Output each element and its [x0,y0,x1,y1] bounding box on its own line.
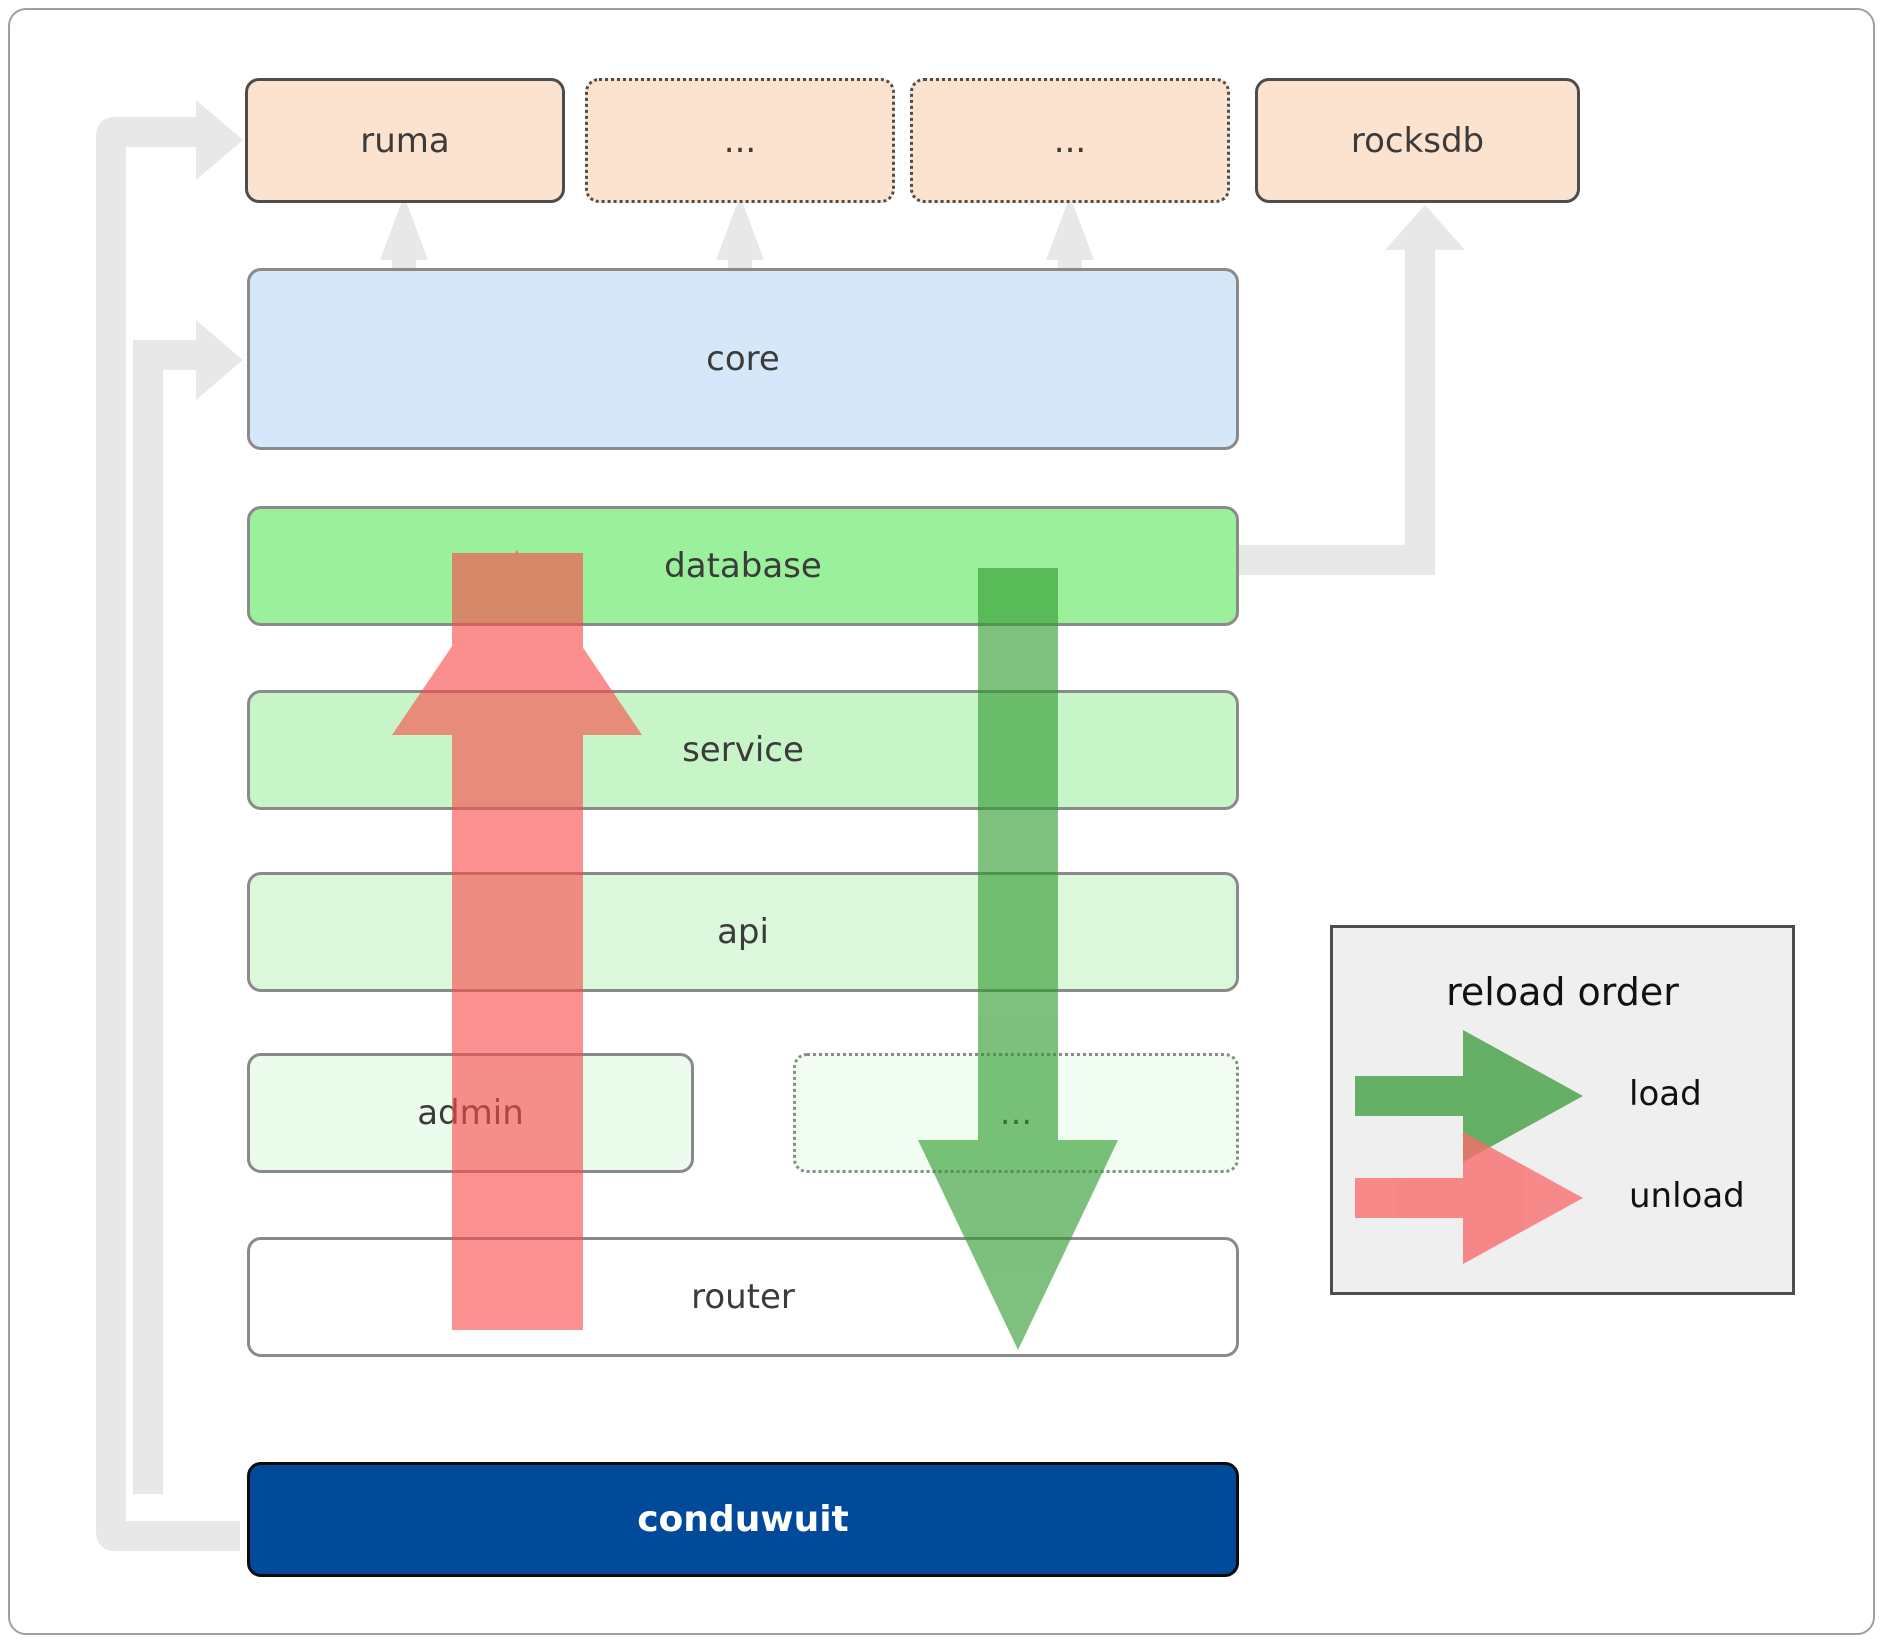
node-api-label: api [717,912,769,952]
node-rocksdb[interactable]: rocksdb [1255,78,1580,203]
diagram-frame [8,8,1875,1635]
node-admin[interactable]: admin [247,1053,694,1173]
node-top-ellipsis-2-label: ... [1053,120,1087,161]
legend-arrow-icons [1355,1030,1583,1264]
node-lower-ellipsis-label: ... [999,1093,1033,1133]
node-conduwuit-label: conduwuit [637,1499,849,1540]
node-service-label: service [682,730,804,770]
legend-label-unload: unload [1629,1176,1745,1216]
node-lower-ellipsis[interactable]: ... [793,1053,1239,1173]
node-database-label: database [664,546,822,586]
node-admin-label: admin [417,1093,524,1133]
node-ruma-label: ruma [360,120,450,161]
node-ruma[interactable]: ruma [245,78,565,203]
node-rocksdb-label: rocksdb [1350,120,1485,161]
node-top-ellipsis-2[interactable]: ... [910,78,1230,203]
node-top-ellipsis-1[interactable]: ... [585,78,895,203]
node-conduwuit[interactable]: conduwuit [247,1462,1239,1577]
node-api[interactable]: api [247,872,1239,992]
node-service[interactable]: service [247,690,1239,810]
node-router-label: router [691,1277,795,1317]
legend-load-arrow-icon [1355,1030,1583,1162]
legend-title: reload order [1446,970,1679,1014]
node-top-ellipsis-1-label: ... [723,120,757,161]
node-core[interactable]: core [247,268,1239,450]
node-core-label: core [706,339,780,379]
legend-unload-arrow-icon [1355,1132,1583,1264]
node-router[interactable]: router [247,1237,1239,1357]
legend-label-load: load [1629,1074,1702,1114]
node-database[interactable]: database [247,506,1239,626]
legend-panel: reload order load unload [1330,925,1795,1295]
